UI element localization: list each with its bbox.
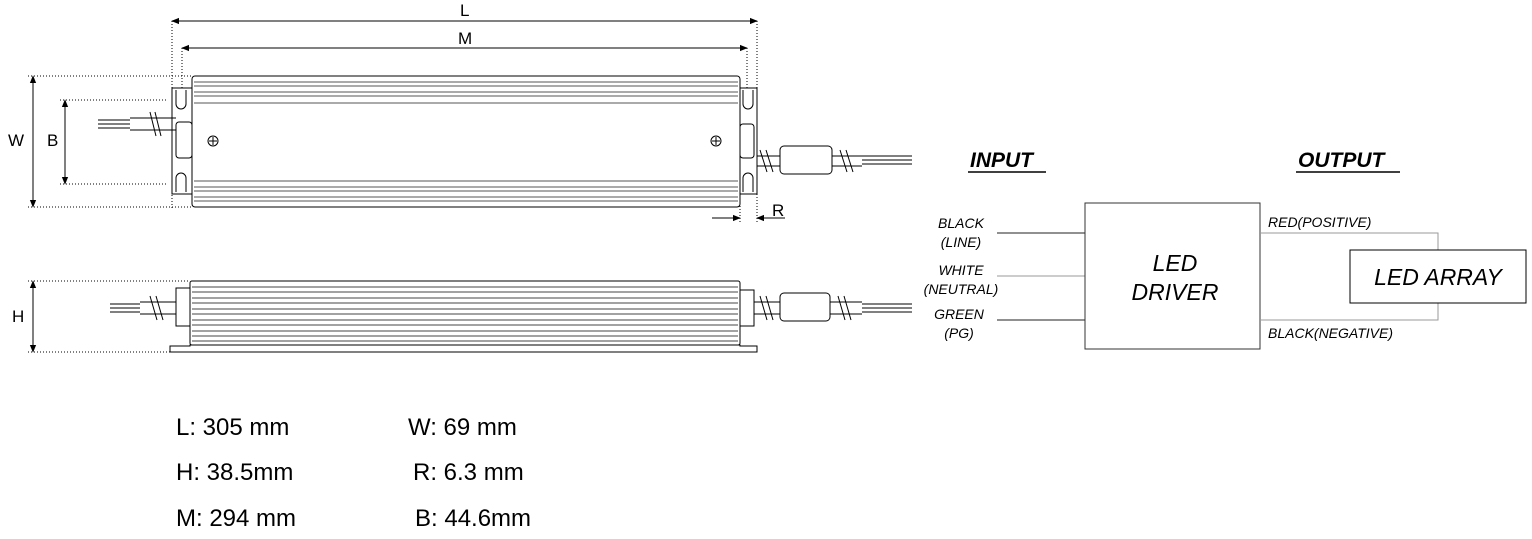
led-driver-box bbox=[1084, 202, 1261, 350]
right-mount-slot-bottom bbox=[742, 172, 754, 192]
top-output-cable bbox=[757, 145, 912, 175]
right-gland bbox=[739, 123, 755, 159]
spec-b: B: 44.6mm bbox=[415, 505, 532, 532]
dim-R-label: R bbox=[772, 201, 784, 220]
input-green-sublabel: (PG) bbox=[944, 325, 974, 341]
dim-L-label: L bbox=[460, 1, 469, 20]
input-title: INPUT bbox=[970, 149, 1035, 172]
spec-r: R: 6.3 mm bbox=[413, 459, 524, 486]
dim-M-label: M bbox=[458, 29, 472, 48]
dim-W-label: W bbox=[8, 131, 24, 150]
input-black-sublabel: (LINE) bbox=[941, 234, 981, 250]
top-view bbox=[28, 17, 912, 222]
side-output-cable bbox=[754, 292, 912, 322]
wiring-diagram: INPUT OUTPUT BLACK (LINE) WHITE (NEUTRAL… bbox=[924, 149, 1527, 350]
led-driver-sublabel: DRIVER bbox=[1132, 279, 1219, 305]
dim-H-label: H bbox=[12, 307, 24, 326]
top-body-fins bbox=[194, 81, 738, 202]
spec-height: H: 38.5mm bbox=[176, 459, 294, 486]
side-body bbox=[189, 280, 741, 346]
side-left-cap bbox=[175, 287, 191, 327]
side-output-connector bbox=[779, 292, 831, 322]
left-mount-slot-bottom bbox=[175, 172, 187, 192]
wire-negative bbox=[1260, 303, 1439, 321]
screw-left-icon bbox=[207, 135, 219, 147]
top-output-connector bbox=[779, 145, 833, 175]
side-base-flange bbox=[169, 344, 758, 353]
led-array-label: LED ARRAY bbox=[1374, 264, 1503, 290]
output-title: OUTPUT bbox=[1298, 149, 1387, 172]
side-view bbox=[28, 280, 912, 353]
side-right-cap bbox=[739, 289, 755, 327]
input-white-sublabel: (NEUTRAL) bbox=[924, 281, 999, 297]
left-mount-slot-top bbox=[175, 90, 187, 110]
input-black-label: BLACK bbox=[938, 215, 985, 231]
led-driver-label: LED bbox=[1153, 250, 1198, 276]
wire-positive bbox=[1260, 232, 1439, 250]
screw-right-icon bbox=[710, 135, 722, 147]
left-end-cap bbox=[171, 87, 193, 195]
spec-width: W: 69 mm bbox=[408, 414, 517, 441]
side-input-cable bbox=[110, 295, 176, 321]
output-positive-label: RED(POSITIVE) bbox=[1268, 214, 1371, 230]
right-mount-slot-top bbox=[742, 90, 754, 110]
spec-length: L: 305 mm bbox=[176, 414, 290, 441]
output-negative-label: BLACK(NEGATIVE) bbox=[1268, 325, 1393, 341]
input-white-label: WHITE bbox=[938, 262, 984, 278]
led-array-box bbox=[1349, 249, 1527, 304]
left-gland bbox=[175, 121, 193, 159]
side-body-fins bbox=[192, 286, 738, 342]
top-input-cable bbox=[98, 111, 176, 137]
spec-mounting: M: 294 mm bbox=[176, 505, 297, 532]
dim-B-label: B bbox=[47, 131, 58, 150]
input-green-label: GREEN bbox=[934, 306, 985, 322]
